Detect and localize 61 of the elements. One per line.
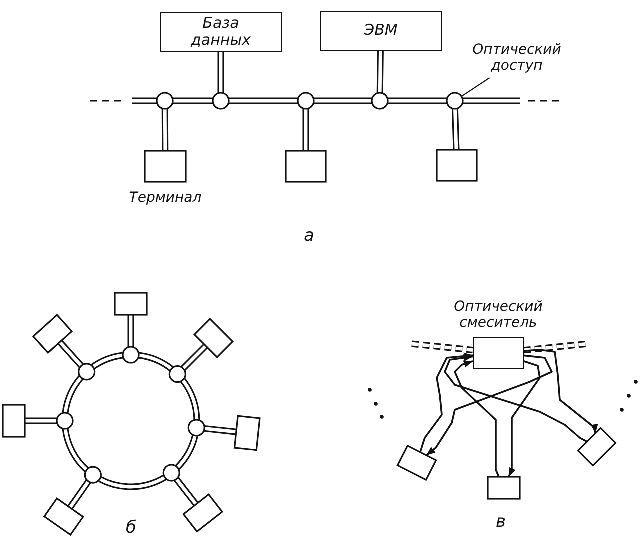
- fiber-arrow: [454, 360, 500, 478]
- panel-letter: в: [496, 512, 506, 532]
- fiber-cable: [25, 418, 57, 424]
- junction-circle: [188, 419, 206, 437]
- fiber-cable: [524, 340, 588, 354]
- panel-letter: а: [304, 226, 314, 246]
- fiber-cable: [98, 474, 167, 490]
- fiber-cable: [162, 108, 169, 152]
- node-caption: Терминал: [128, 190, 203, 206]
- fiber-arrow: [426, 354, 553, 456]
- fiber-cable: [132, 98, 157, 104]
- fiber-cable: [174, 477, 199, 506]
- fiber-cable: [138, 352, 174, 372]
- junction-circle: [446, 92, 464, 110]
- terminal-box: [436, 149, 478, 182]
- fiber-cable: [229, 98, 298, 104]
- terminal-box: [234, 415, 261, 452]
- terminal-box: [487, 476, 521, 500]
- fiber-cable: [452, 108, 460, 150]
- fiber-cable: [181, 344, 208, 371]
- terminal-box: [114, 292, 148, 316]
- junction-circle: [162, 464, 180, 482]
- terminal-box: [285, 150, 327, 183]
- fiber-cable: [68, 480, 92, 510]
- fiber-cable: [62, 428, 90, 472]
- junction-circle: [56, 412, 74, 430]
- junction-circle: [78, 363, 96, 381]
- fiber-arrow: [524, 349, 598, 434]
- fiber-arrow: [508, 360, 541, 478]
- terminal-box: [2, 404, 26, 438]
- leader-line: [461, 78, 490, 98]
- fiber-cable: [173, 98, 213, 104]
- fiber-cable: [388, 98, 447, 104]
- fiber-arrow: [444, 354, 588, 443]
- fiber-cable: [376, 50, 384, 94]
- fiber-cable: [463, 98, 520, 104]
- node-heading: Оптический смеситель: [453, 299, 544, 331]
- panel-letter: б: [126, 518, 136, 538]
- callout-text: Оптический доступ: [461, 42, 573, 78]
- fiber-cable: [62, 376, 84, 414]
- junction-circle: [212, 92, 230, 110]
- junction-circle: [371, 92, 389, 110]
- fiber-cable: [175, 434, 198, 470]
- junction-circle: [122, 346, 140, 364]
- junction-circle: [297, 92, 315, 110]
- fiber-cable: [314, 98, 372, 104]
- fiber-cable: [128, 315, 134, 347]
- fiber-cable: [204, 425, 237, 436]
- fiber-arrow: [420, 352, 474, 453]
- fiber-cable: [302, 109, 310, 151]
- fiber-cable: [91, 352, 124, 370]
- junction-circle: [168, 366, 186, 384]
- junction-circle: [84, 466, 102, 484]
- fiber-cable: [58, 340, 84, 368]
- fiber-cable: [412, 340, 474, 354]
- junction-circle: [156, 92, 174, 110]
- terminal-box: [144, 150, 187, 183]
- labeled-box: База данных: [160, 12, 282, 52]
- labeled-box: ЭВМ: [320, 10, 442, 50]
- fiber-cable: [180, 378, 200, 420]
- fiber-cable: [218, 52, 224, 93]
